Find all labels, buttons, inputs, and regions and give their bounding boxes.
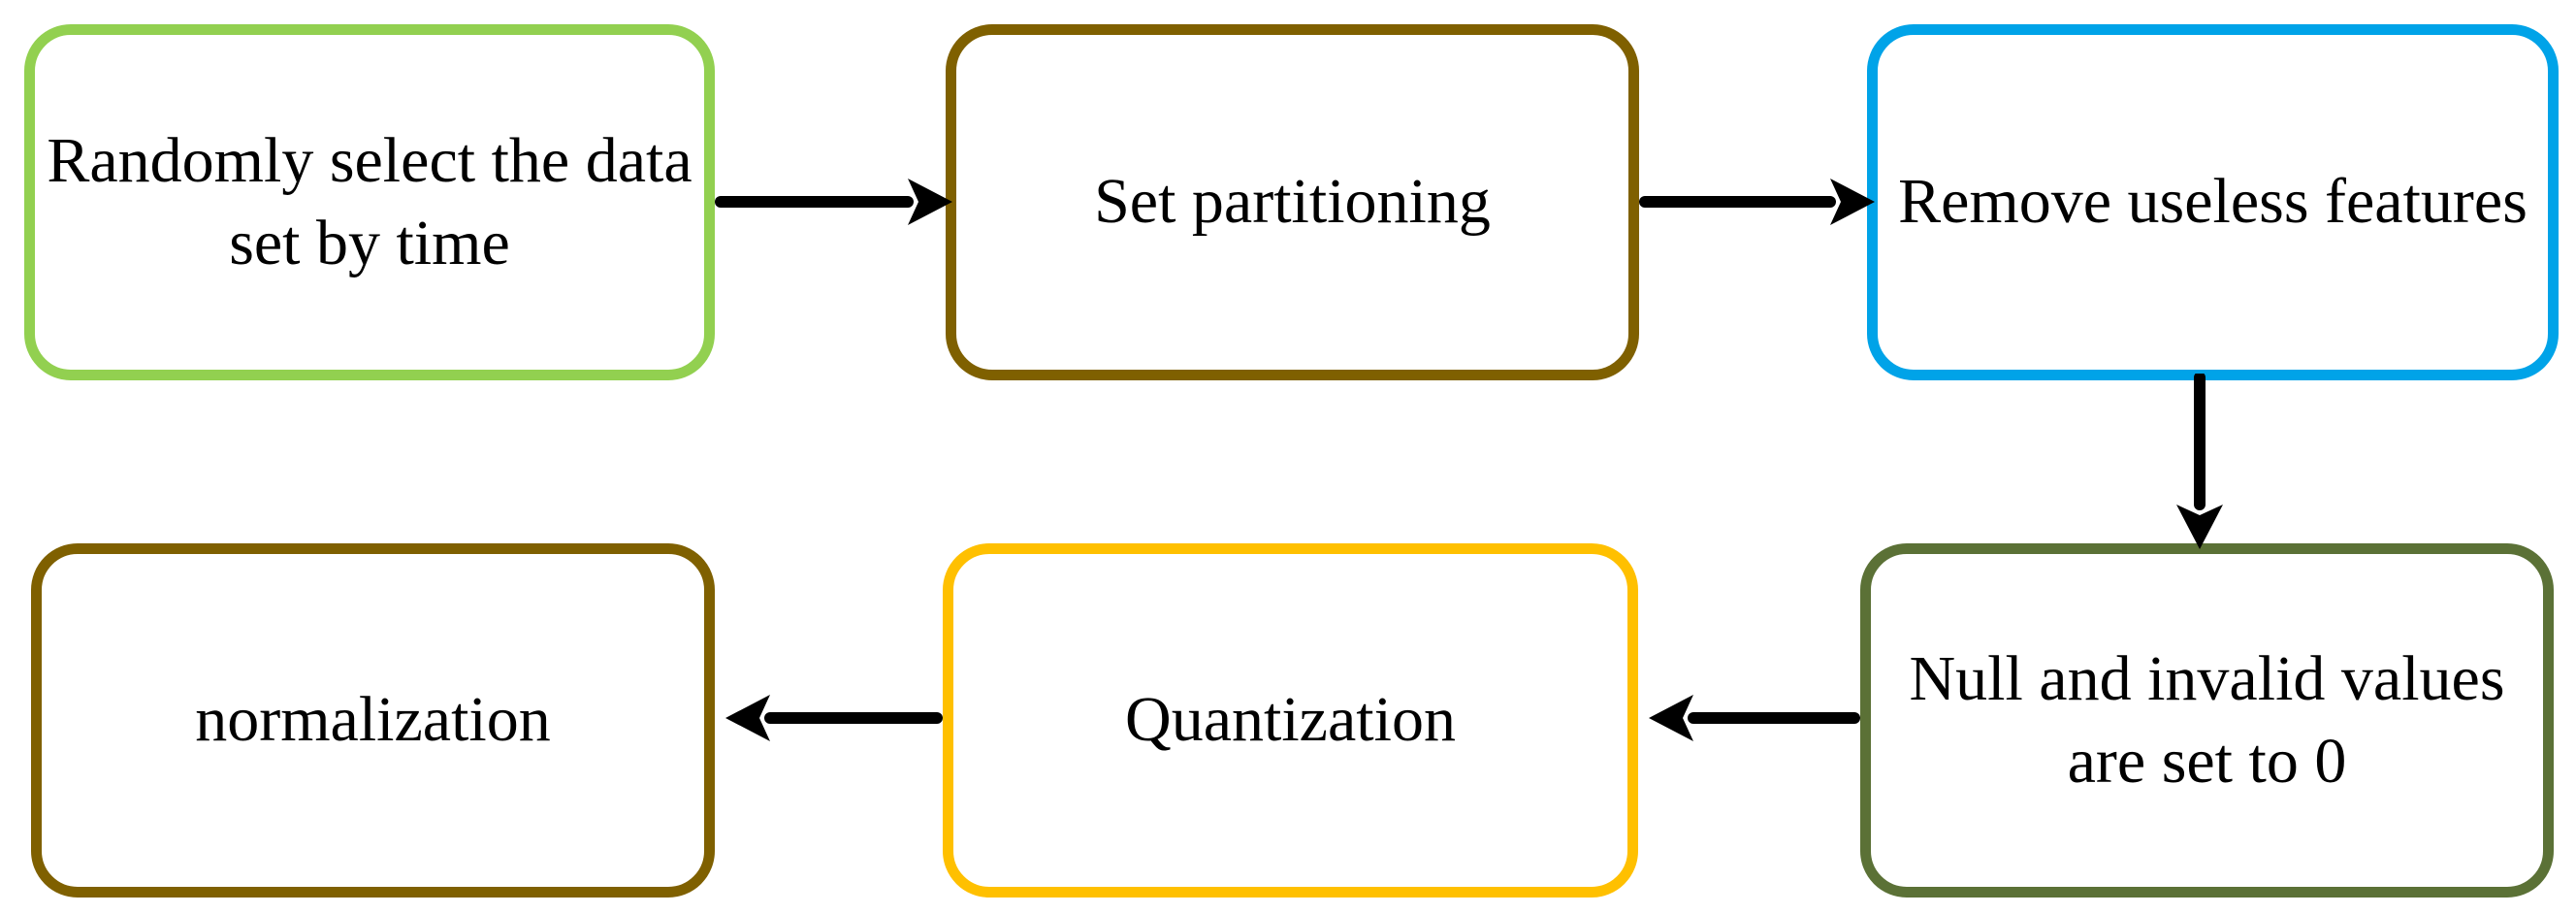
node-set-partitioning: Set partitioning — [946, 24, 1639, 380]
node-label: normalization — [195, 684, 551, 756]
node-remove-features: Remove useless features — [1867, 24, 2559, 380]
node-label: Quantization — [1125, 684, 1456, 756]
arrow-set-partitioning-to-remove-features-icon — [1639, 173, 1877, 231]
node-label: Randomly select the data set by time — [47, 125, 692, 278]
arrow-remove-features-to-null-values-icon — [2171, 374, 2229, 551]
node-select-data: Randomly select the data set by time — [24, 24, 715, 380]
node-label: Null and invalid values are set to 0 — [1909, 643, 2505, 797]
node-label: Set partitioning — [1094, 166, 1491, 238]
node-normalization: normalization — [31, 543, 715, 898]
arrow-select-data-to-set-partitioning-icon — [715, 173, 954, 231]
node-quantization: Quantization — [943, 543, 1638, 898]
node-null-values: Null and invalid values are set to 0 — [1860, 543, 2554, 898]
arrow-quantization-to-normalization-icon — [724, 689, 943, 747]
arrow-null-values-to-quantization-icon — [1647, 689, 1860, 747]
node-label: Remove useless features — [1898, 166, 2528, 238]
